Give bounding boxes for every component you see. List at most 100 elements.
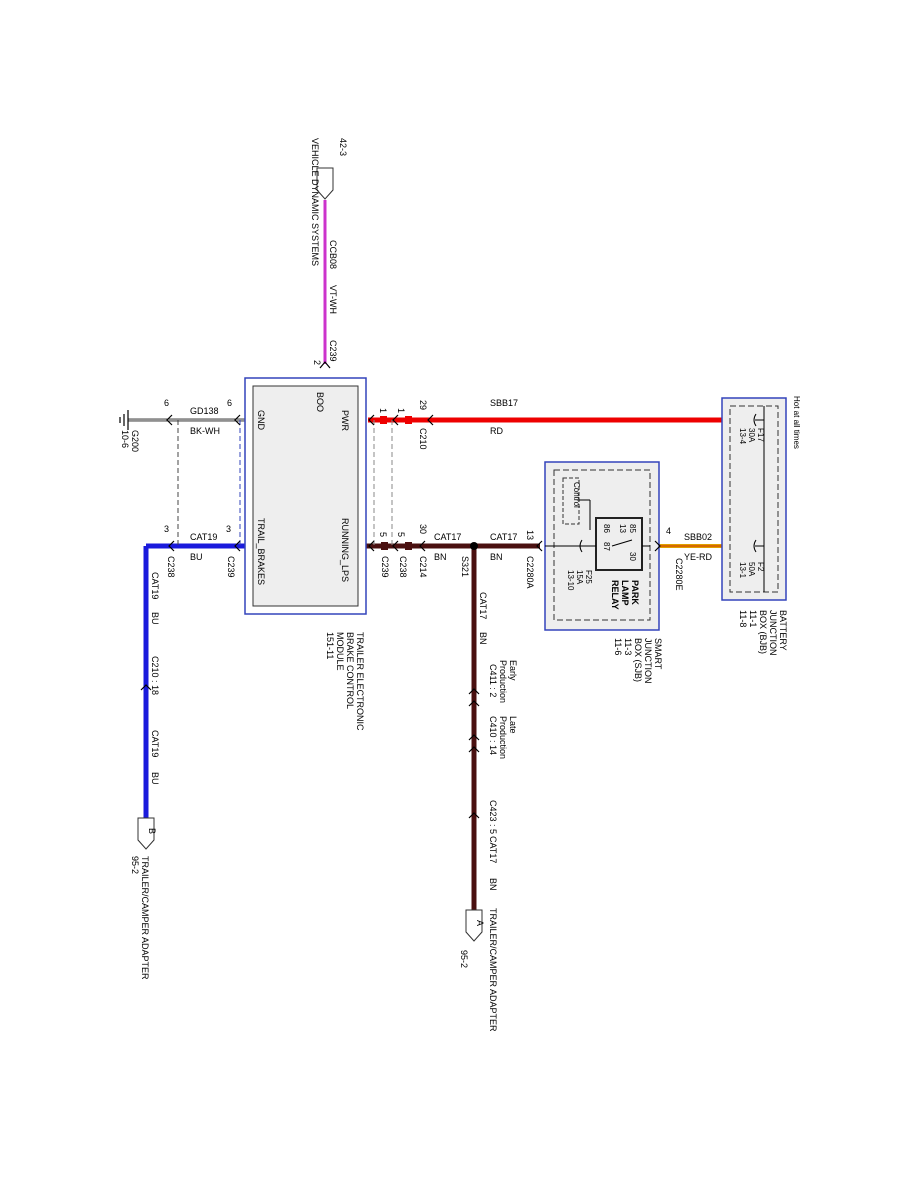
pin-13: 13 xyxy=(525,530,535,540)
c2280a-label: C2280A xyxy=(525,556,535,589)
c411-label: C411 : 2 xyxy=(488,664,498,697)
connector-arrow xyxy=(166,414,173,426)
sjb-name-1: SMART xyxy=(653,638,663,670)
fuse-f17-icon xyxy=(753,413,757,427)
relay-pin-86: 86 xyxy=(602,524,611,533)
pin-3b: 3 xyxy=(164,524,169,534)
sjb-control-label: Control xyxy=(572,482,581,508)
c210-label: C210 xyxy=(418,428,428,450)
bjb-ref-1: 11-1 xyxy=(748,610,758,627)
connector-arrow xyxy=(468,688,480,695)
fuse-f17-name: F17 xyxy=(756,428,765,442)
fuse-f17-rating: 30A xyxy=(747,428,756,443)
fuse-f2-name: F2 xyxy=(756,562,765,572)
pin-1b: 1 xyxy=(396,408,406,413)
sbb02-id: SBB02 xyxy=(684,532,712,542)
inline-connector xyxy=(405,542,412,550)
bjb-name-2: JUNCTION xyxy=(768,610,778,656)
early-production-2: Production xyxy=(498,660,508,703)
c239-trail: C239 xyxy=(226,556,236,578)
fuse-f25-name: F25 xyxy=(584,570,593,584)
pin-running-lps-label: RUNNING_LPS xyxy=(340,518,350,582)
c238-trail: C238 xyxy=(166,556,176,578)
sjb-name-3: BOX (SJB) xyxy=(633,638,643,682)
tebcm-name-3: MODULE xyxy=(335,632,345,671)
connector-arrow xyxy=(368,414,375,426)
pin-5b: 5 xyxy=(396,532,406,537)
vds-ref: 42-3 xyxy=(338,138,348,156)
fuse-f17-ref: 13-4 xyxy=(738,428,747,445)
connector-arrow xyxy=(419,540,426,552)
cat17-id-4: CAT17 xyxy=(488,836,498,863)
c214-label: C214 xyxy=(418,556,428,578)
cat19-id-1: CAT19 xyxy=(190,532,217,542)
inline-connector xyxy=(380,416,387,424)
relay-label-3: RELAY xyxy=(610,580,620,610)
bjb-module xyxy=(721,397,787,601)
connector-arrow xyxy=(468,700,480,707)
relay-label-2: LAMP xyxy=(620,580,630,606)
c238-running: C238 xyxy=(398,556,408,578)
relay-pin-85: 85 xyxy=(628,524,637,533)
pin-6b: 6 xyxy=(164,398,169,408)
vds-connector xyxy=(316,167,334,200)
late-production-1: Late xyxy=(508,716,518,734)
g200-name: G200 xyxy=(130,430,140,452)
offpage-b-connector xyxy=(137,817,155,850)
offpage-b-name: TRAILER/CAMPER ADAPTER xyxy=(140,856,150,980)
early-production-1: Early xyxy=(508,660,518,681)
sjb-inner xyxy=(553,469,651,621)
c423-label: C423 : 5 xyxy=(488,800,498,834)
bjb-name-3: BOX (BJB) xyxy=(758,610,768,654)
pin-5a: 5 xyxy=(378,532,388,537)
bjb-ref-2: 11-8 xyxy=(738,610,748,627)
connector-arrow xyxy=(140,684,152,691)
connector-arrow xyxy=(368,540,375,552)
relay-label-1: PARK xyxy=(630,580,640,605)
tebcm-module-outer xyxy=(244,377,367,615)
pin-trail-brakes-label: TRAIL_BRAKES xyxy=(256,518,266,585)
sbb02-color: YE-RD xyxy=(684,552,713,562)
inline-connector xyxy=(381,542,388,550)
connector-arrow xyxy=(468,812,480,819)
cat19-color-1: BU xyxy=(190,552,203,562)
tebcm-module xyxy=(252,385,359,607)
fuse-f2-rating: 50A xyxy=(747,562,756,577)
cat17-color-4: BN xyxy=(488,878,498,891)
connector-arrow xyxy=(392,540,399,552)
connector-arrow xyxy=(168,540,175,552)
cat19-id-3: CAT19 xyxy=(150,730,160,757)
pin-2: 2 xyxy=(312,360,322,365)
offpage-a-name: TRAILER/CAMPER ADAPTER xyxy=(488,908,498,1032)
c210-18-label: C210 : 18 xyxy=(150,656,160,695)
offpage-a-connector xyxy=(465,909,483,942)
cat19-id-2: CAT19 xyxy=(150,572,160,599)
connector-arrow xyxy=(234,540,241,552)
connector-arrow xyxy=(468,734,480,741)
cat17-color-2: BN xyxy=(490,552,503,562)
sjb-ref-1: 11-3 xyxy=(623,638,633,655)
ccb08-color: VT-WH xyxy=(328,285,338,314)
pin-pwr-label: PWR xyxy=(340,410,350,431)
sbb17-id: SBB17 xyxy=(490,398,518,408)
connector-arrow xyxy=(392,414,399,426)
pin-6a: 6 xyxy=(227,398,232,408)
fuse-f25-ref: 13-10 xyxy=(566,570,575,591)
connector-arrow xyxy=(468,746,480,753)
connector-arrow xyxy=(654,540,661,552)
c410-label: C410 : 14 xyxy=(488,716,498,755)
late-production-2: Production xyxy=(498,716,508,759)
c2280e-label: C2280E xyxy=(674,558,684,591)
bjb-name-1: BATTERY xyxy=(778,610,788,651)
offpage-a-letter: A xyxy=(475,920,485,926)
relay-switch xyxy=(611,539,633,547)
cat17-color-1: BN xyxy=(434,552,447,562)
sjb-name-2: JUNCTION xyxy=(643,638,653,684)
sjb-control-box xyxy=(562,477,580,525)
s321-label: S321 xyxy=(460,556,470,577)
fuse-f25-rating: 15A xyxy=(575,570,584,585)
fuse-f2-icon xyxy=(753,539,757,553)
pin-1a: 1 xyxy=(378,408,388,413)
inline-connector xyxy=(405,416,412,424)
pin-3a: 3 xyxy=(226,524,231,534)
